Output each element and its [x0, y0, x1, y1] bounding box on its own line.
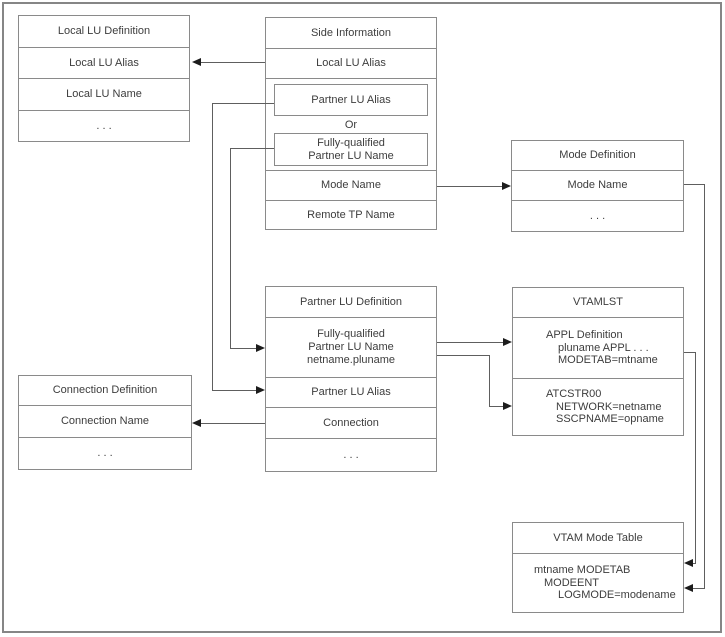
row-appl-definition: APPL Definition pluname APPL . . . MODET…: [513, 317, 683, 378]
box-title: Mode Definition: [559, 149, 636, 161]
box-title: Partner LU Definition: [299, 295, 403, 308]
code-line1: mtname MODETAB: [534, 564, 631, 577]
box-mode-definition: Mode Definition Mode Name . . .: [511, 140, 684, 232]
arrowhead-left-icon: [192, 419, 201, 427]
arrowhead-right-icon: [503, 402, 512, 410]
row-ellipsis: . . .: [19, 437, 191, 469]
row-line2: Partner LU Name: [308, 341, 394, 353]
line-segment: [201, 423, 265, 424]
box-vtamlst: VTAMLST APPL Definition pluname APPL . .…: [512, 287, 684, 436]
line-segment: [489, 406, 505, 407]
row-mode-name: Mode Name: [512, 170, 683, 200]
row-connection-name: Connection Name: [19, 405, 191, 437]
row-fully-qualified-partner-lu-name: Fully-qualified Partner LU Name netname.…: [266, 317, 436, 377]
row-ellipsis: . . .: [19, 110, 189, 141]
line-segment: [212, 103, 274, 104]
row-local-lu-alias: Local LU Alias: [266, 48, 436, 78]
row-local-lu-name: Local LU Name: [19, 78, 189, 110]
row-local-lu-alias: Local LU Alias: [19, 47, 189, 78]
inner-box-label-line2: Partner LU Name: [308, 149, 394, 162]
line-segment: [692, 563, 696, 564]
box-vtam-mode-table: VTAM Mode Table mtname MODETAB MODEENT L…: [512, 522, 684, 613]
inner-box-label-line1: Fully-qualified: [317, 136, 385, 149]
row-partner-lu-alias: Partner LU Alias: [266, 377, 436, 407]
box-local-lu-definition: Local LU Definition Local LU Alias Local…: [18, 15, 190, 142]
box-title: VTAMLST: [573, 296, 623, 308]
arrowhead-right-icon: [256, 344, 265, 352]
box-partner-lu-definition: Partner LU Definition Fully-qualified Pa…: [265, 286, 437, 472]
code-line3: SSCPNAME=opname: [556, 413, 664, 426]
code-line1: ATCSTR00: [546, 388, 602, 401]
line-segment: [489, 355, 490, 407]
box-title: Connection Definition: [52, 384, 158, 396]
line-segment: [684, 184, 705, 185]
inner-box-partner-lu-alias: Partner LU Alias: [274, 84, 428, 116]
row-ellipsis: . . .: [512, 200, 683, 231]
inner-box-fully-qualified-partner-lu-name: Fully-qualified Partner LU Name: [274, 133, 428, 166]
inner-box-label: Partner LU Alias: [311, 93, 391, 106]
code-line2: pluname APPL . . .: [558, 341, 649, 354]
or-label: Or: [344, 119, 358, 131]
row-mode-name: Mode Name: [266, 170, 436, 200]
line-segment: [695, 352, 696, 564]
row-connection: Connection: [266, 407, 436, 438]
line-segment: [230, 148, 274, 149]
row-remote-tp-name: Remote TP Name: [266, 200, 436, 230]
code-line1: APPL Definition: [546, 329, 623, 342]
line-segment: [437, 186, 503, 187]
row-line1: Fully-qualified: [317, 328, 385, 340]
row-ellipsis: . . .: [266, 438, 436, 471]
line-segment: [692, 588, 705, 589]
line-segment: [684, 352, 696, 353]
arrowhead-left-icon: [684, 559, 693, 567]
arrowhead-right-icon: [503, 338, 512, 346]
row-atcstr00: ATCSTR00 NETWORK=netname SSCPNAME=opname: [513, 378, 683, 435]
line-segment: [704, 184, 705, 589]
line-segment: [230, 148, 231, 349]
box-side-information: Side Information Local LU Alias Partner …: [265, 17, 437, 230]
row-partner-lu-choice: Partner LU Alias Or Fully-qualified Part…: [266, 78, 436, 170]
arrowhead-left-icon: [684, 584, 693, 592]
row-line3: netname.pluname: [306, 354, 396, 366]
code-line2: MODEENT: [544, 576, 599, 589]
code-line2: NETWORK=netname: [556, 400, 662, 413]
arrowhead-left-icon: [192, 58, 201, 66]
arrowhead-right-icon: [256, 386, 265, 394]
line-segment: [212, 390, 257, 391]
line-segment: [437, 342, 504, 343]
box-title: Local LU Definition: [57, 25, 151, 37]
code-line3: MODETAB=mtname: [558, 354, 658, 367]
box-connection-definition: Connection Definition Connection Name . …: [18, 375, 192, 470]
box-title: VTAM Mode Table: [553, 531, 643, 544]
arrowhead-right-icon: [502, 182, 511, 190]
line-segment: [437, 355, 490, 356]
line-segment: [201, 62, 265, 63]
box-title: Side Information: [310, 26, 392, 39]
row-mode-table-entry: mtname MODETAB MODEENT LOGMODE=modename: [513, 553, 683, 612]
line-segment: [230, 348, 257, 349]
code-line3: LOGMODE=modename: [558, 589, 676, 602]
line-segment: [212, 103, 213, 391]
